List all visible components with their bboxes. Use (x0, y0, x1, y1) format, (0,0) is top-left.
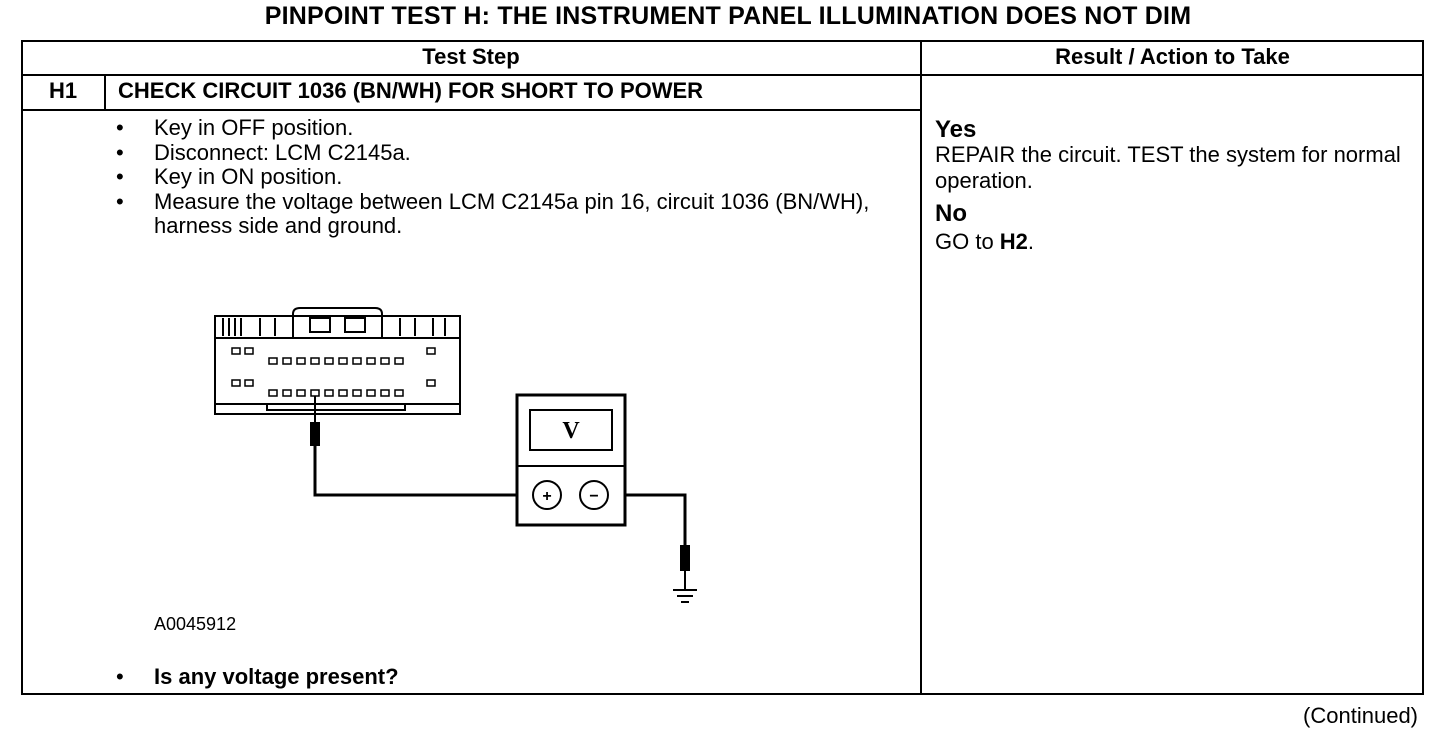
instruction-item: Key in ON position. (112, 164, 902, 190)
step-question: Is any voltage present? (116, 664, 399, 690)
no-action-prefix: GO to (935, 229, 1000, 254)
header-test-step: Test Step (422, 44, 520, 69)
connector-pin-cavities (231, 347, 436, 397)
voltage-measurement-diagram: V + − (214, 307, 697, 603)
pinpoint-test-table (21, 40, 1424, 695)
column-divider (920, 40, 922, 695)
no-action-target[interactable]: H2 (999, 229, 1028, 254)
positive-terminal (532, 480, 562, 510)
result-no-label: No (935, 200, 967, 227)
step-id-divider (104, 74, 106, 110)
ground-probe (625, 493, 690, 590)
page-title: PINPOINT TEST H: THE INSTRUMENT PANEL IL… (264, 2, 1192, 30)
connector-body (214, 337, 461, 415)
result-yes-label: Yes (935, 116, 977, 143)
instruction-item: Measure the voltage between LCM C2145a p… (112, 189, 902, 239)
connector-latch-strip (214, 315, 461, 339)
minus-symbol: − (589, 488, 598, 505)
instruction-list: Key in OFF position. Disconnect: LCM C21… (112, 115, 902, 239)
connector-latch-tab (292, 307, 383, 338)
no-action-suffix: . (1027, 229, 1035, 254)
result-no-action: GO to H2. (935, 229, 1405, 255)
instruction-item: Key in OFF position. (112, 115, 902, 141)
step-title: CHECK CIRCUIT 1036 (BN/WH) FOR SHORT TO … (118, 78, 704, 103)
figure-id: A0045912 (154, 614, 237, 634)
ground-icon (673, 589, 697, 603)
positive-probe (310, 396, 517, 497)
step-id: H1 (48, 78, 78, 103)
result-yes-action: REPAIR the circuit. TEST the system for … (935, 142, 1401, 193)
negative-terminal (579, 480, 609, 510)
step-title-divider (21, 109, 921, 111)
question-text: Is any voltage present? (154, 664, 399, 689)
meter-display-label: V (562, 418, 580, 444)
header-divider (21, 74, 1424, 76)
multimeter: V + − (515, 393, 627, 527)
instruction-item: Disconnect: LCM C2145a. (112, 140, 902, 166)
continued-label: (Continued) (1303, 703, 1418, 728)
plus-symbol: + (542, 488, 551, 505)
header-result-action: Result / Action to Take (1055, 44, 1290, 69)
